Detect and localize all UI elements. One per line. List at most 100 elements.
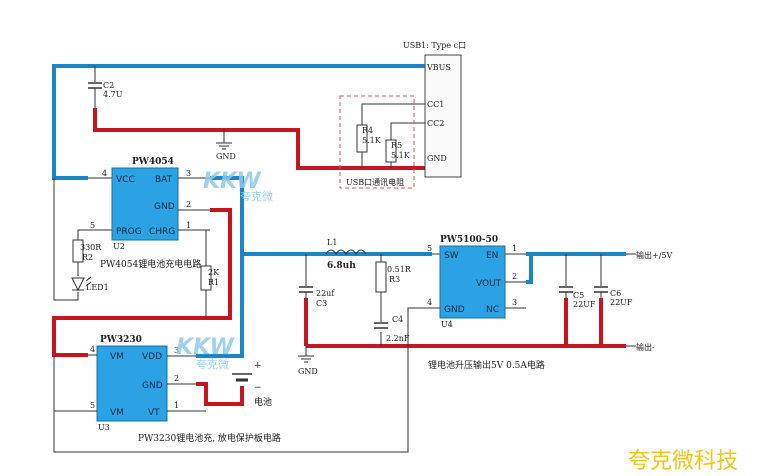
pw5100-ref: U4 [441, 320, 453, 329]
usb-vbus-pin: VBUS [426, 63, 451, 72]
led1-label: LED1 [86, 283, 109, 292]
pw5100-pin3: 3 [512, 298, 517, 307]
r3-resistor [375, 261, 387, 293]
pw4054-vcc: VCC [116, 175, 135, 185]
pw5100-nc: NC [486, 305, 499, 315]
pw5100-pin5: 5 [427, 244, 432, 253]
vout-wire [526, 254, 533, 284]
pw5100-en: EN [486, 251, 498, 261]
r4-resistor: R4 5.1K [356, 124, 382, 153]
led1-diode [71, 276, 92, 292]
usb-connector: USB1: Type c口 VBUS CC1 CC2 GND [403, 41, 466, 178]
pw3230-vm1: VM [110, 352, 124, 362]
gnd-symbol-top [216, 142, 232, 150]
pw3230-vt: VT [148, 408, 160, 418]
l1-inductor [325, 249, 367, 255]
r4-ref: R4 [362, 126, 373, 135]
pw4054-bat: BAT [155, 175, 173, 185]
gnd-label-bottom: GND [298, 367, 318, 376]
pw5100-pin2: 2 [512, 272, 517, 281]
r3-value: 0.51R [387, 265, 412, 274]
usb-title: USB1: Type c口 [403, 41, 466, 50]
pw3230-pin5: 5 [90, 401, 95, 410]
corner-watermark: 夸克微科技 [628, 449, 738, 474]
c6-ref: C6 [610, 289, 621, 298]
output-minus-label: 输出- [636, 342, 655, 352]
pw4054-chrg: CHRG [149, 227, 175, 237]
pw4054-pin1: 1 [186, 221, 191, 230]
c4-ref: C4 [392, 315, 403, 324]
r2-ref: R2 [82, 253, 93, 262]
pw4054-pin5: 5 [90, 221, 95, 230]
kkw-logo-1-text: KKW [203, 169, 263, 194]
r5-ref: R5 [391, 141, 402, 150]
pw5100-pin4: 4 [427, 298, 432, 307]
gnd-u3-batt-wire [196, 382, 244, 406]
kkw-logo-1-sub: 夸克微 [240, 189, 273, 203]
gnd-label-top: GND [216, 152, 236, 161]
c4-value: 2.2nF [386, 334, 410, 343]
r1-value: 2K [208, 268, 220, 277]
c6-capacitor [594, 286, 608, 298]
pw4054-ref: U2 [113, 242, 125, 251]
kkw-logo-2-text: KKW [176, 335, 236, 360]
r2-value: 330R [80, 243, 102, 252]
gnd-net-wire-u2 [52, 208, 232, 357]
kkw-logo-2: KKW 夸克微 [176, 335, 236, 371]
l1-ref: L1 [327, 238, 337, 247]
usb-resistor-box [339, 95, 415, 189]
usb-body [424, 54, 462, 178]
pw3230-pin3: 3 [174, 346, 179, 355]
c5-value: 22UF [573, 300, 596, 309]
c6-value: 22UF [610, 298, 633, 307]
battery-label: 电池 [254, 396, 272, 408]
l1-value: 6.8uh [327, 261, 356, 271]
pw5100-gnd: GND [444, 305, 465, 315]
kkw-logo-2-sub: 夸克微 [196, 357, 229, 371]
pw4054-caption: PW4054锂电池充电电路 [100, 258, 201, 270]
r2-resistor [72, 239, 84, 263]
pw4054-pin2: 2 [186, 200, 191, 209]
c5-ref: C5 [573, 291, 584, 300]
pw4054-prog: PROG [116, 227, 142, 237]
pw3230-name: PW3230 [100, 335, 142, 345]
r1-ref: R1 [208, 278, 219, 287]
pw3230-pin2: 2 [174, 374, 179, 383]
c5-capacitor [559, 286, 573, 298]
usb-cc1-pin: CC1 [427, 100, 444, 109]
r3-ref: R3 [389, 275, 400, 284]
pw5100-vout: VOUT [476, 279, 502, 289]
pw5100-sw: SW [444, 251, 459, 261]
pw4054-chip: PW4054 VCC BAT GND PROG CHRG 4 5 3 2 1 U… [88, 157, 210, 251]
pw3230-caption: PW3230锂电池充, 放电保护板电路 [138, 432, 281, 444]
pw4054-gnd: GND [154, 202, 175, 212]
battery-minus: − [254, 383, 262, 393]
pw3230-ref: U3 [98, 423, 110, 432]
pw3230-gnd: GND [142, 381, 163, 391]
c3-capacitor [299, 286, 313, 298]
r5-resistor: R5 5.1K [385, 139, 411, 163]
thick-nets [52, 64, 626, 406]
pw4054-pin4: 4 [102, 169, 107, 178]
pw4054-pin3: 3 [186, 169, 191, 178]
pw5100-name: PW5100-50 [440, 235, 498, 245]
pw3230-vdd: VDD [142, 352, 162, 362]
battery-plus: + [254, 361, 262, 371]
vbus-net-wire [52, 64, 425, 180]
battery-symbol [232, 373, 252, 382]
c2-capacitor [88, 82, 102, 108]
usb-gnd-pin: GND [427, 154, 447, 163]
c2-value: 4.7U [103, 90, 123, 99]
pw3230-pin4: 4 [90, 345, 95, 354]
pw3230-chip: PW3230 VM VDD GND VM VT 4 5 3 2 1 U3 [88, 335, 196, 432]
usb-resistor-caption: USB口通讯电阻 [346, 177, 404, 187]
pw3230-pin1: 1 [174, 401, 179, 410]
r4-value: 5.1K [362, 136, 382, 145]
c3-value: 22uf [316, 289, 335, 298]
usb-cc2-pin: CC2 [427, 119, 444, 128]
output-plus-label: 输出+/5V [636, 250, 672, 260]
kkw-logo-1: KKW 夸克微 [203, 169, 273, 203]
pw5100-chip: PW5100-50 SW EN VOUT GND NC 5 4 1 2 3 U4 [427, 235, 517, 329]
bat-to-vdd-wire [196, 254, 244, 358]
